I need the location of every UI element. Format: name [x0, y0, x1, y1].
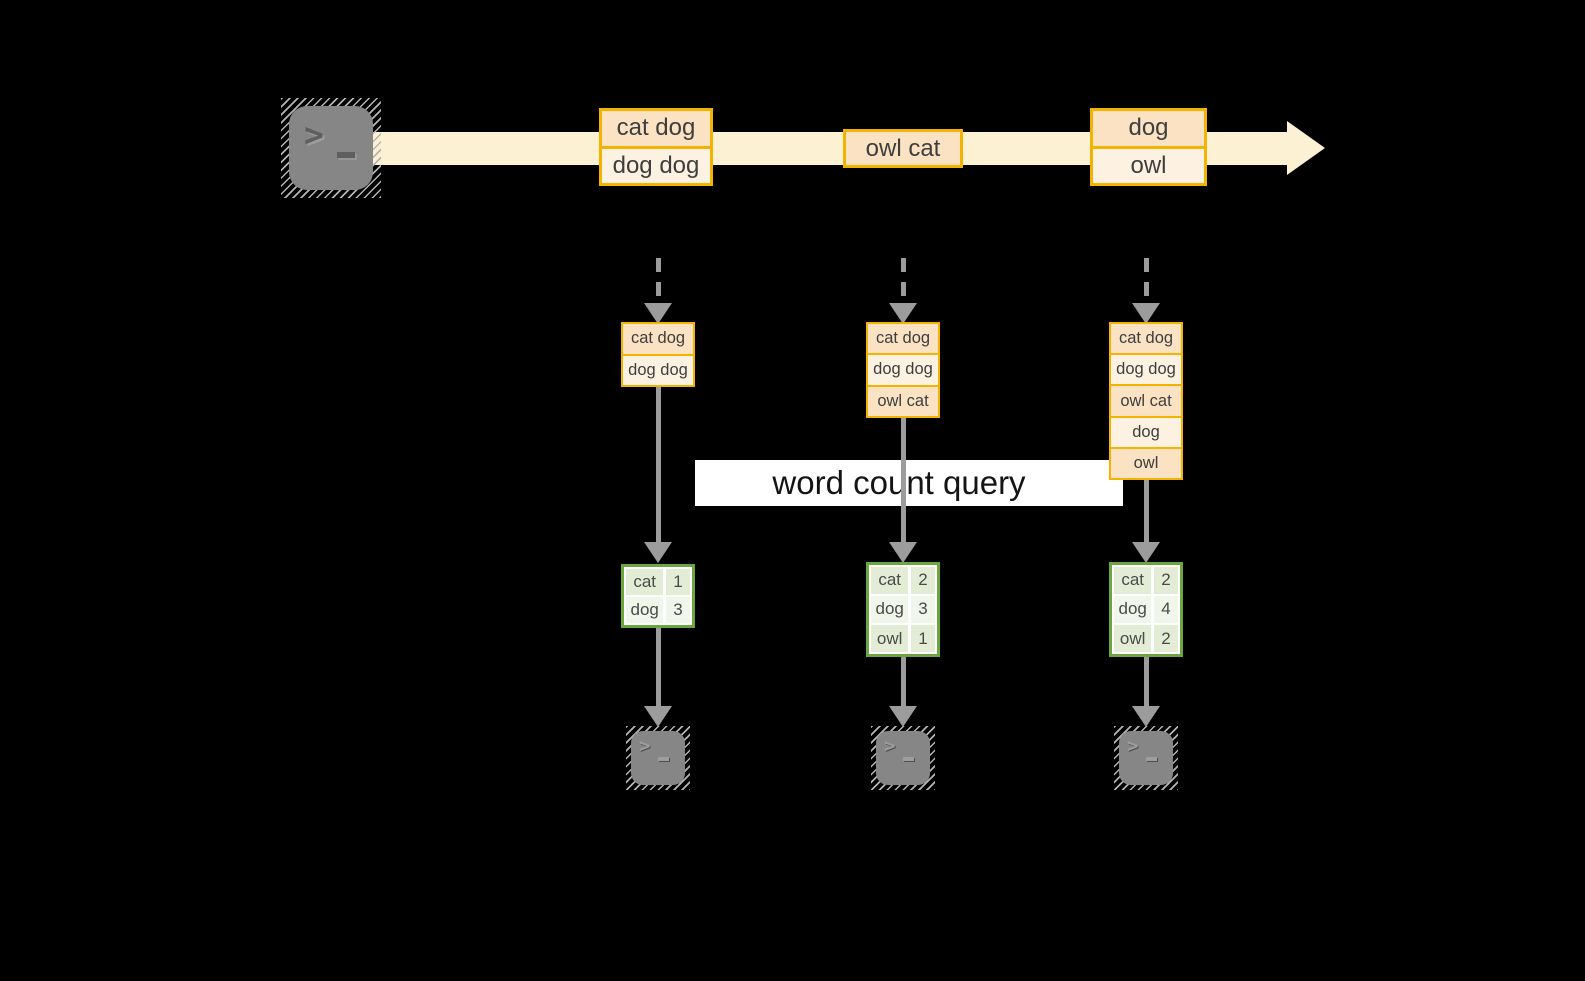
output-arrow-line [901, 655, 906, 708]
result-word-cell: dog [871, 596, 909, 623]
query-arrowhead-icon [644, 542, 672, 563]
stream-timeline-arrowhead-icon [1287, 121, 1325, 175]
input-table-row: owl cat [868, 384, 938, 416]
input-table-row: cat dog [1111, 324, 1181, 354]
result-count-cell: 2 [1153, 567, 1178, 594]
result-count-cell: 2 [910, 567, 935, 594]
input-table-3: cat dog dog dog owl cat dog owl [1109, 322, 1183, 480]
result-word-cell: dog [1114, 596, 1152, 623]
terminal-screen: > [631, 731, 685, 785]
dashed-arrow-line [1144, 258, 1149, 304]
terminal-cursor-icon [903, 757, 914, 761]
result-table-1: cat 1 dog 3 [621, 564, 695, 628]
result-word-cell: cat [871, 567, 909, 594]
dashed-arrowhead-icon [644, 303, 672, 324]
input-table-row: owl [1111, 446, 1181, 479]
batch-record: owl [1093, 145, 1204, 183]
result-count-cell: 3 [665, 597, 690, 623]
terminal-screen: > [1119, 731, 1173, 785]
batch-record: dog dog [602, 145, 710, 183]
query-arrow-line [656, 385, 661, 542]
result-word-cell: dog [626, 597, 664, 623]
input-table-1: cat dog dog dog [621, 322, 695, 387]
result-count-cell: 2 [1153, 625, 1178, 652]
query-label: word count query [772, 464, 1026, 501]
result-count-cell: 4 [1153, 596, 1178, 623]
terminal-screen: > [289, 106, 373, 190]
dashed-arrow-line [901, 258, 906, 304]
timeline-batch-3: dog owl [1090, 108, 1207, 186]
dashed-arrow-line [656, 258, 661, 304]
batch-record: cat dog [602, 111, 710, 146]
result-table-2: cat 2 dog 3 owl 1 [866, 562, 940, 657]
terminal-prompt-icon: > [639, 735, 651, 757]
input-table-row: cat dog [623, 324, 693, 354]
query-arrowhead-icon [889, 542, 917, 563]
timeline-batch-2: owl cat [843, 129, 963, 168]
batch-record: dog [1093, 111, 1204, 146]
result-word-cell: cat [626, 569, 664, 595]
timeline-batch-1: cat dog dog dog [599, 108, 713, 186]
terminal-prompt-icon: > [1127, 735, 1139, 757]
input-table-row: dog dog [623, 353, 693, 385]
query-arrow-line [1144, 478, 1149, 542]
terminal-prompt-icon: > [304, 115, 324, 154]
output-arrow-line [1144, 655, 1149, 708]
batch-record: owl cat [846, 132, 960, 165]
terminal-cursor-icon [658, 757, 669, 761]
dashed-arrowhead-icon [889, 303, 917, 324]
result-word-cell: owl [871, 625, 909, 652]
sink-terminal-icon: > [1114, 726, 1178, 790]
input-table-row: dog dog [868, 353, 938, 385]
query-label-band: word count query [695, 460, 1123, 506]
sink-terminal-icon: > [626, 726, 690, 790]
result-count-cell: 3 [910, 596, 935, 623]
output-arrowhead-icon [889, 706, 917, 727]
result-table-3: cat 2 dog 4 owl 2 [1109, 562, 1183, 657]
result-count-cell: 1 [910, 625, 935, 652]
sink-terminal-icon: > [871, 726, 935, 790]
result-word-cell: cat [1114, 567, 1152, 594]
input-table-row: cat dog [868, 324, 938, 354]
result-word-cell: owl [1114, 625, 1152, 652]
terminal-cursor-icon [337, 152, 355, 158]
output-arrowhead-icon [644, 706, 672, 727]
terminal-screen: > [876, 731, 930, 785]
dashed-arrowhead-icon [1132, 303, 1160, 324]
terminal-cursor-icon [1146, 757, 1157, 761]
output-arrowhead-icon [1132, 706, 1160, 727]
input-table-2: cat dog dog dog owl cat [866, 322, 940, 418]
input-table-row: owl cat [1111, 384, 1181, 416]
source-terminal-icon: > [281, 98, 381, 198]
terminal-prompt-icon: > [884, 735, 896, 757]
result-count-cell: 1 [665, 569, 690, 595]
input-table-row: dog dog [1111, 353, 1181, 385]
output-arrow-line [656, 626, 661, 708]
input-table-row: dog [1111, 415, 1181, 447]
query-arrowhead-icon [1132, 542, 1160, 563]
query-arrow-line [901, 416, 906, 542]
